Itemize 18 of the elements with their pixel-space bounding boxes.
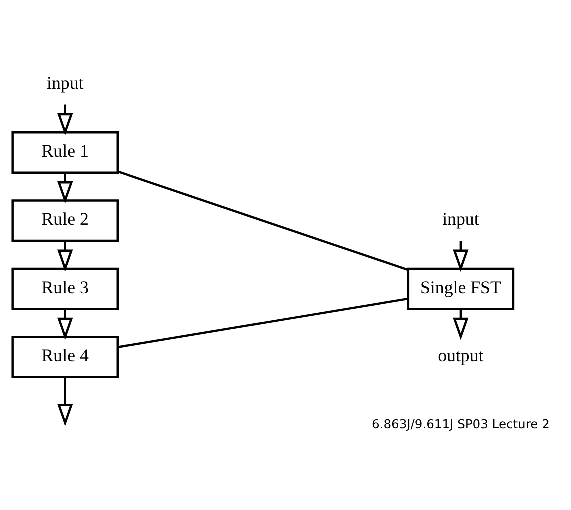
connector (118, 298, 409, 348)
arrow (58, 309, 74, 340)
arrow (58, 172, 74, 204)
node-text: input (46, 72, 84, 93)
node-text: input (442, 209, 480, 230)
arrow (453, 241, 469, 272)
arrow (453, 309, 469, 340)
label: 6.863J/9.611J SP03 Lecture 2 (372, 418, 550, 432)
node-box: Rule 3 (12, 268, 119, 310)
node-text: output (438, 345, 484, 366)
arrow (58, 241, 74, 272)
arrow (58, 377, 74, 426)
node-box: Rule 2 (12, 200, 119, 242)
connector (118, 170, 409, 272)
node-box: Rule 1 (12, 132, 119, 174)
node-box: Single FST (407, 268, 515, 310)
arrow (58, 104, 74, 136)
node-box: Rule 4 (12, 336, 119, 378)
